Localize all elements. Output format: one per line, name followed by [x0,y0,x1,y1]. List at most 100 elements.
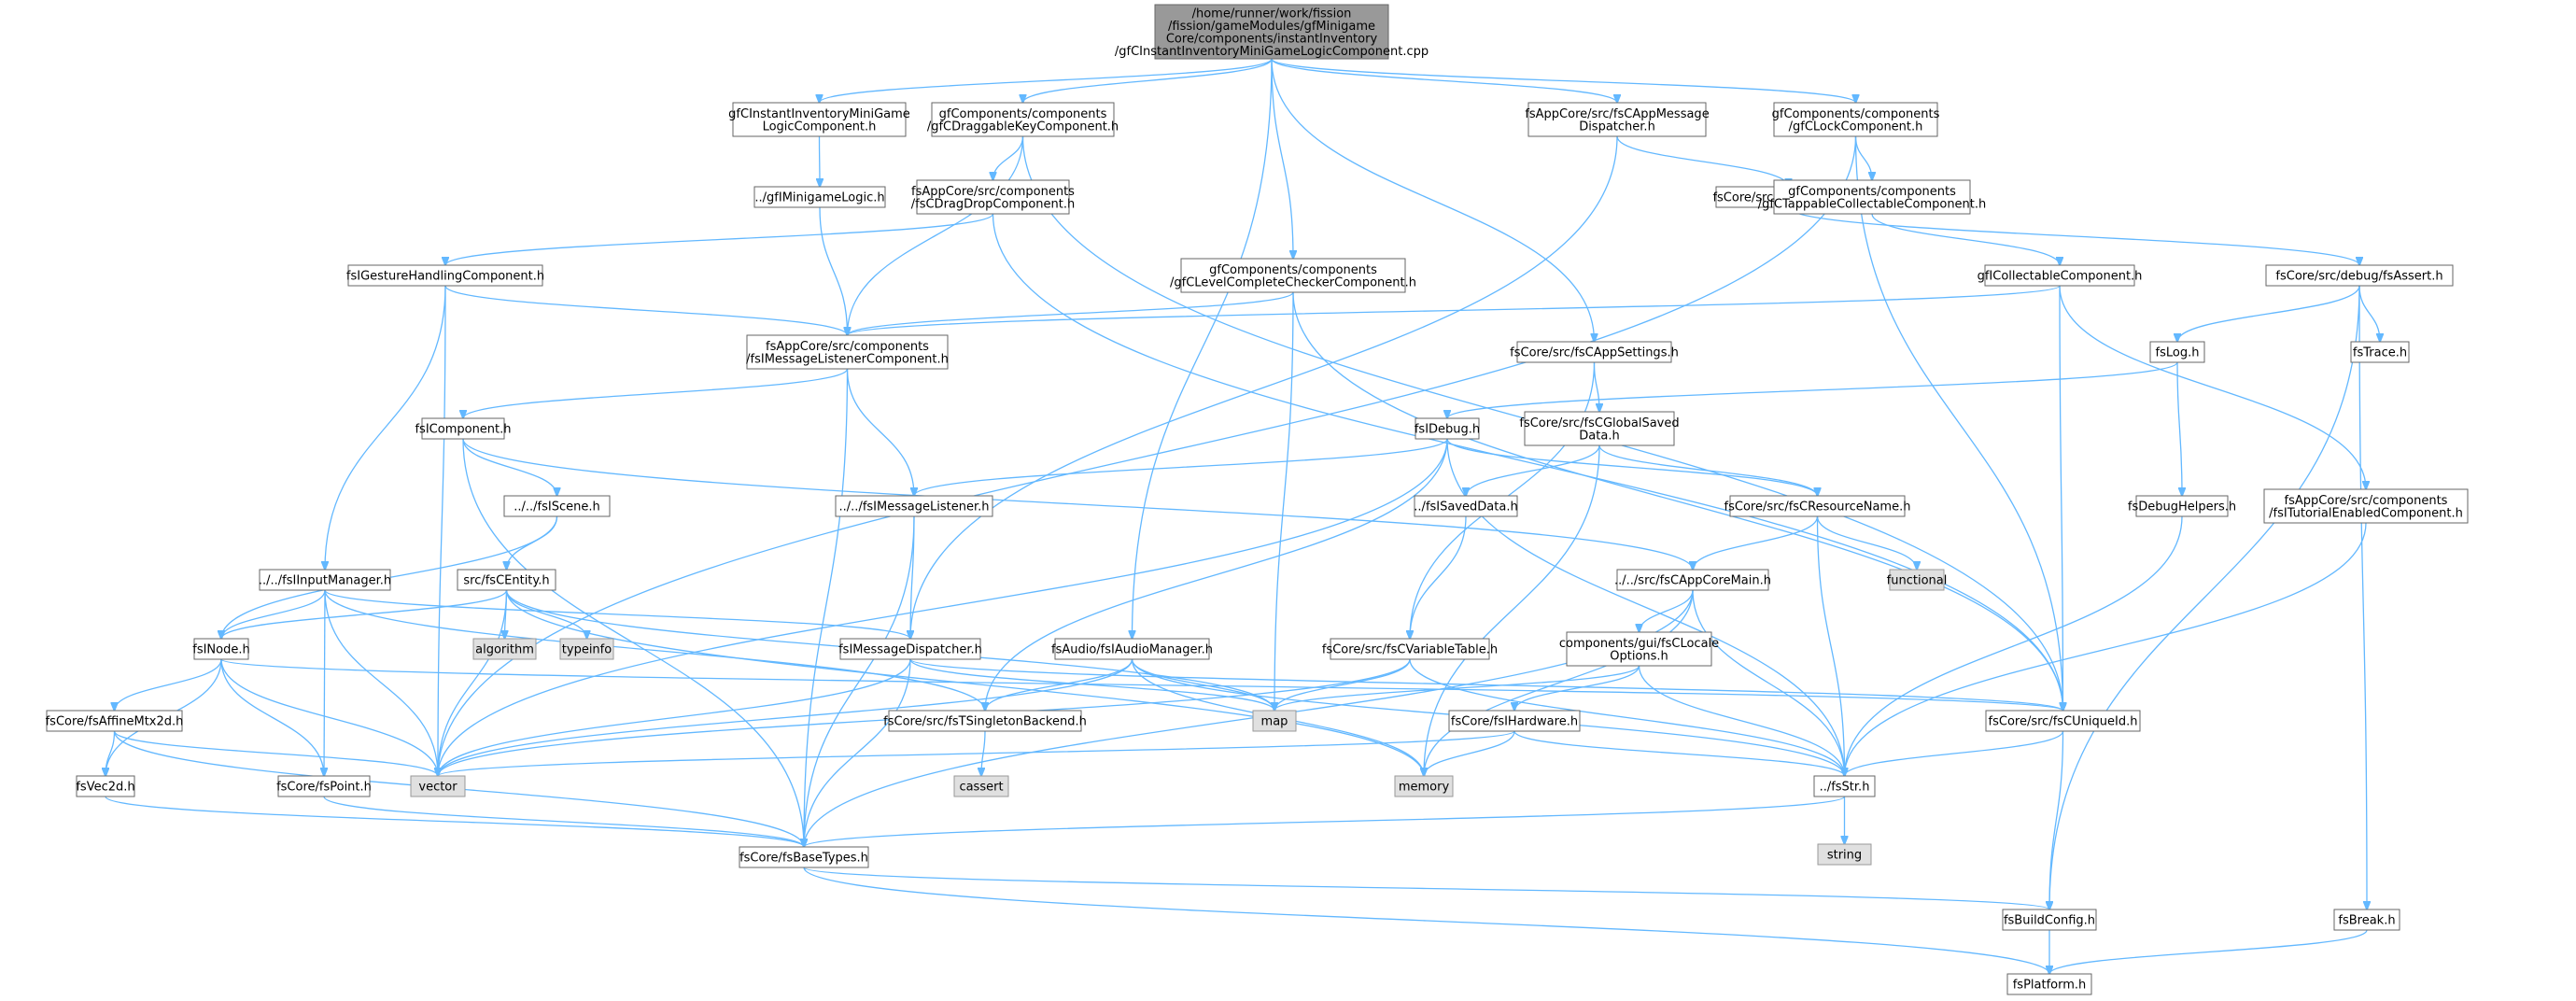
header-file-node[interactable]: gfComponents/components/gfCLevelComplete… [1170,258,1416,293]
dependency-edge [1466,444,1600,496]
dependency-edge [1023,58,1273,103]
node-label: Options.h [1610,649,1668,663]
header-file-node[interactable]: fsIComponent.h [415,417,512,440]
node-label: fsCore/src/fsCUniqueId.h [1989,715,2138,729]
header-file-node[interactable]: gfComponents/components/gfCTappableColle… [1758,179,1987,215]
header-file-node[interactable]: fsCore/src/fsCAppSettings.h [1510,341,1679,363]
header-file-node[interactable]: fsVec2d.h [76,775,135,797]
dependency-edge [993,135,1024,180]
node-label: gfCInstantInventoryMiniGame [728,107,910,121]
dependency-edge [462,438,1693,570]
node-label: gfICollectableComponent.h [1978,270,2143,284]
header-file-node[interactable]: fsAppCore/src/components/fsITutorialEnab… [2263,488,2469,524]
node-label: fsDebugHelpers.h [2128,500,2236,515]
node-label: fsCore/src/fsTSingletonBackend.h [883,715,1087,729]
node-box [2149,341,2205,363]
dependency-edge [1513,730,1845,776]
dependency-edge [1274,665,1640,711]
node-box [916,179,1070,215]
node-label: fsCore/fsAffineMtx2d.h [46,715,184,729]
dependency-edge [220,658,438,776]
dependency-edge [820,58,1273,103]
node-box [2002,909,2097,931]
node-label: fsCore/src/fsCResourceName.h [1724,500,1911,515]
node-label: /fsCDragDropComponent.h [911,197,1076,211]
node-box [1817,843,1872,866]
node-label: /gfCDraggableKeyComponent.h [927,120,1119,134]
dependency-edge [113,730,439,776]
header-file-node[interactable]: ../../fsIInputManager.h [259,569,391,591]
node-box [2265,264,2454,287]
node-label: algorithm [475,643,534,657]
root-file-node[interactable]: /home/runner/work/fission/fission/gameMo… [1115,4,1429,60]
dependency-edge [220,658,324,776]
header-file-node[interactable]: fsCore/fsAffineMtx2d.h [46,710,184,732]
dependency-edge [914,438,1448,496]
header-file-node[interactable]: fsAudio/fsIAudioManager.h [1051,638,1213,660]
dependency-edge [1692,589,1845,776]
node-label: /gfCLockComponent.h [1789,120,1923,134]
header-file-node[interactable]: fsCore/src/fsTSingletonBackend.h [883,710,1087,732]
dependency-edge [221,589,326,639]
header-file-node[interactable]: fsIMessageDispatcher.h [838,638,982,660]
node-box [503,495,611,517]
header-file-node[interactable]: fsDebugHelpers.h [2128,495,2236,517]
header-file-node[interactable]: fsIDebug.h [1415,417,1480,440]
node-label: fsIComponent.h [415,423,511,437]
header-file-node[interactable]: fsCore/src/debug/fsAssert.h [2265,264,2454,287]
node-box [739,846,869,868]
header-file-node[interactable]: ../../fsIMessageListener.h [835,495,993,517]
node-label: src/fsCEntity.h [463,574,549,588]
header-file-node[interactable]: ../fsStr.h [1813,775,1876,797]
node-box [1330,638,1490,660]
header-file-node[interactable]: fsCore/src/fsCVariableTable.h [1322,638,1498,660]
header-file-node[interactable]: gfComponents/components/gfCDraggableKeyC… [927,102,1119,137]
header-file-node[interactable]: src/fsCEntity.h [457,569,556,591]
header-file-node[interactable]: ../../src/fsCAppCoreMain.h [1614,569,1771,591]
header-file-node[interactable]: gfCInstantInventoryMiniGameLogicComponen… [728,102,910,137]
dependency-edge [325,285,446,570]
header-file-node[interactable]: ../../fsIScene.h [503,495,611,517]
header-file-node[interactable]: fsCore/fsIHardware.h [1448,710,1581,732]
system-header-node: map [1252,710,1297,732]
dependency-edge [985,658,1133,711]
node-label: functional [1887,574,1948,588]
node-box [421,417,505,440]
dependency-edge [1845,515,2183,776]
node-label: typeinfo [562,643,612,657]
header-file-node[interactable]: fsAppCore/src/components/fsIMessageListe… [746,334,949,370]
dependency-edge [1133,58,1273,639]
header-file-node[interactable]: fsLog.h [2149,341,2205,363]
header-file-node[interactable]: fsPlatform.h [2006,973,2092,995]
header-file-node[interactable]: ../gfIMinigameLogic.h [753,186,886,208]
dependency-edge [819,206,848,335]
header-file-node[interactable]: gfComponents/components/gfCLockComponent… [1772,102,1940,137]
header-file-node[interactable]: fsCore/fsBaseTypes.h [739,846,869,868]
dependency-edge [848,135,1024,335]
dependency-edge [1640,589,1694,632]
header-file-node[interactable]: fsCore/fsPoint.h [276,775,372,797]
header-file-node[interactable]: fsAppCore/src/components/fsCDragDropComp… [911,179,1076,215]
node-box [277,775,371,797]
dependency-edge [438,438,1448,776]
header-file-node[interactable]: fsBuildConfig.h [2002,909,2097,931]
dependency-edge [1446,438,1818,496]
node-label: fsAppCore/src/fsCAppMessage [1525,107,1709,121]
dependency-edge [1816,515,1918,570]
header-file-node[interactable]: fsCore/src/fsCUniqueId.h [1985,710,2141,732]
header-file-node[interactable]: fsTrace.h [2350,341,2410,363]
header-file-node[interactable]: fsCore/src/fsCResourceName.h [1724,495,1911,517]
node-box [1180,258,1406,293]
dependency-edge [2358,285,2367,909]
dependency-edge [2049,929,2368,974]
dependency-edge [1693,515,1819,570]
header-file-node[interactable]: gfICollectableComponent.h [1978,264,2143,287]
header-file-node[interactable]: fsINode.h [192,638,250,660]
header-file-node[interactable]: ../fsISavedData.h [1414,495,1518,517]
header-file-node[interactable]: fsIGestureHandlingComponent.h [346,264,544,287]
header-file-node[interactable]: fsBreak.h [2333,909,2400,931]
node-box [835,495,993,517]
